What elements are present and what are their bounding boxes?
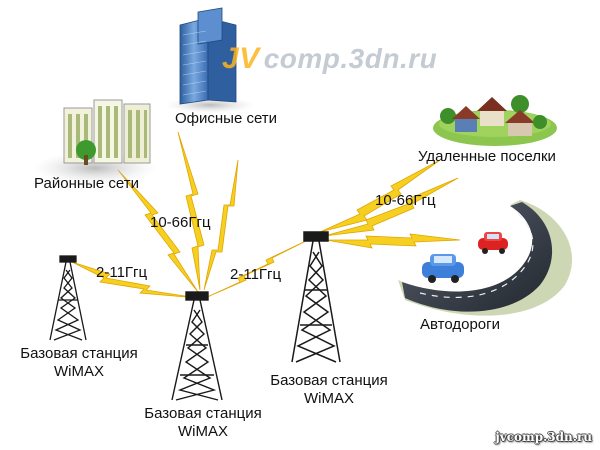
station-left-line2: WiMAX: [54, 363, 104, 380]
station-left-line1: Базовая станция: [20, 345, 138, 362]
tower-left: [49, 255, 87, 341]
blue-car: [422, 254, 464, 283]
bolt-center-office-2: [203, 159, 239, 291]
highway-road: [398, 200, 573, 316]
office-building: [165, 7, 255, 113]
station-center-line1: Базовая станция: [144, 405, 262, 422]
bolt-center-office: [177, 131, 205, 291]
watermark-domain: comp.3dn.ru: [263, 43, 438, 74]
bolt-right-villages-2: [323, 177, 459, 237]
label-remote-villages: Удаленные поселки: [418, 148, 556, 165]
label-station-center: Базовая станция WiMAX: [128, 405, 278, 441]
label-freq-left-center: 2-11Ггц: [96, 264, 148, 281]
station-right-line1: Базовая станция: [270, 372, 388, 389]
station-center-line2: WiMAX: [178, 423, 228, 440]
label-station-left: Базовая станция WiMAX: [4, 345, 154, 381]
label-district-networks: Районные сети: [34, 175, 140, 192]
tower-center: [171, 291, 223, 401]
label-freq-center-offices: 10-66Ггц: [150, 214, 211, 231]
label-freq-center-right: 2-11Ггц: [230, 266, 282, 283]
label-station-right: Базовая станция WiMAX: [254, 372, 404, 408]
bolt-right-villages: [319, 159, 441, 233]
village-houses: [433, 95, 557, 146]
watermark-brand: JV: [222, 42, 260, 75]
district-buildings: [33, 99, 157, 184]
link-bolts: [71, 131, 461, 299]
label-highways: Автодороги: [420, 316, 500, 333]
label-office-networks: Офисные сети: [175, 110, 278, 127]
tower-right: [291, 231, 341, 363]
red-car: [478, 232, 508, 254]
station-right-line2: WiMAX: [304, 390, 354, 407]
bolt-right-highway: [325, 233, 461, 249]
footer-watermark: jvcomp.3dn.ru: [495, 430, 592, 444]
label-freq-right-villages: 10-66Ггц: [375, 192, 436, 209]
